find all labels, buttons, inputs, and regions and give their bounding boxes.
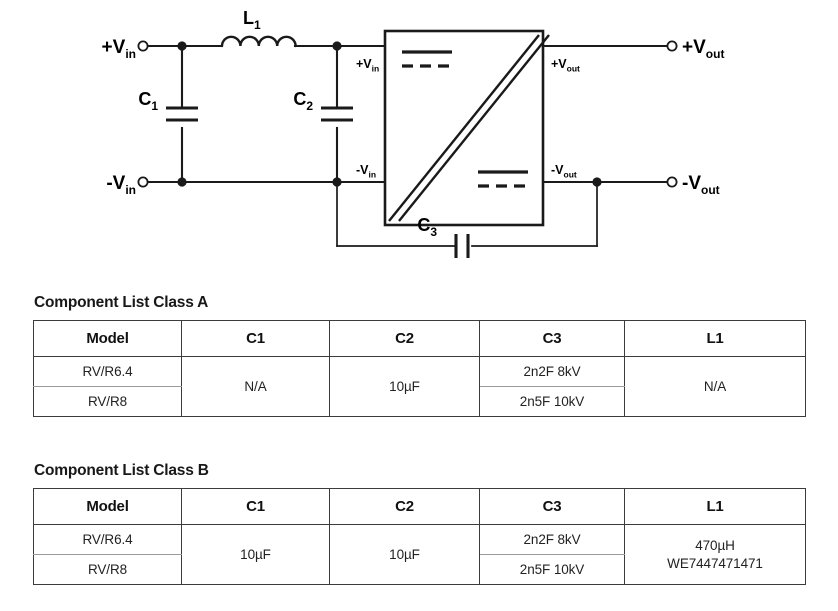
terminal-circles: [137, 40, 678, 188]
table-b-header-c1: C1: [181, 488, 330, 526]
table-a-header-c3: C3: [479, 320, 625, 358]
junction-dots: [177, 41, 602, 187]
label-vin-negative: -Vin: [106, 173, 136, 197]
table-a-header-c1: C1: [181, 320, 330, 358]
wire-network: [146, 44, 670, 247]
terminal-vout-pos: [666, 40, 678, 52]
dcdc-converter-block: [383, 29, 550, 227]
table-a-c1-value: N/A: [181, 356, 330, 417]
table-a-model-1: RV/R8: [33, 386, 182, 417]
table-b-model-1: RV/R8: [33, 554, 182, 585]
table-class-b: Model C1 C2 C3 L1 RV/R6.4 10µF 10µF 2n2F…: [33, 488, 806, 586]
label-converter-in-negative: -Vin: [356, 163, 376, 180]
label-c2-designator: C2: [293, 89, 313, 113]
table-b-header-l1: L1: [624, 488, 806, 526]
table-b-l1-partnumber: WE7447471471: [667, 555, 763, 571]
table-b-c1-value: 10µF: [181, 524, 330, 585]
label-converter-out-positive: +Vout: [551, 57, 580, 74]
table-b-title: Component List Class B: [34, 462, 209, 479]
component-list-class-b: Component List Class B Model C1 C2 C3 L1…: [33, 462, 806, 586]
inductor-l1-symbol: [220, 35, 297, 48]
capacitor-c3-symbol: [454, 234, 470, 258]
table-b-c2-value: 10µF: [329, 524, 480, 585]
table-a-c3-value-1: 2n5F 10kV: [479, 386, 625, 417]
table-a-c3-value-0: 2n2F 8kV: [479, 356, 625, 388]
junction-c1-top: [177, 41, 187, 51]
capacitor-c1-symbol: [166, 106, 198, 122]
table-class-a: Model C1 C2 C3 L1 RV/R6.4 N/A 10µF 2n2F …: [33, 320, 806, 418]
junction-c2-top: [332, 41, 342, 51]
table-a-c2-value: 10µF: [329, 356, 480, 417]
label-c1-designator: C1: [138, 89, 158, 113]
table-b-c3-value-0: 2n2F 8kV: [479, 524, 625, 556]
table-row: RV/R6.4 10µF 10µF 2n2F 8kV 470µH WE74474…: [33, 524, 806, 585]
table-row: RV/R8 2n5F 10kV: [33, 386, 806, 417]
converter-diagonal-1: [388, 34, 540, 222]
label-l1-designator: L1: [243, 8, 261, 32]
table-b-l1-value: 470µH WE7447471471: [624, 524, 806, 585]
table-b-c3-value-1: 2n5F 10kV: [479, 554, 625, 585]
table-a-title: Component List Class A: [34, 294, 209, 311]
junction-c1-bottom: [177, 177, 187, 187]
junction-c2-bottom: [332, 177, 342, 187]
terminal-vin-neg: [137, 176, 149, 188]
table-b-header-row: Model C1 C2 C3 L1: [33, 488, 806, 526]
circuit-schematic: +Vin -Vin +Vout -Vout +Vin -Vin +Vout -V…: [0, 0, 838, 288]
table-b-l1-inductance: 470µH: [695, 538, 735, 554]
component-list-class-a: Component List Class A Model C1 C2 C3 L1…: [33, 294, 806, 418]
table-b-header-c2: C2: [329, 488, 480, 526]
dc-symbol-output: [478, 170, 528, 188]
terminal-vin-pos: [137, 40, 149, 52]
table-a-header-c2: C2: [329, 320, 480, 358]
table-row: RV/R6.4 N/A 10µF 2n2F 8kV N/A: [33, 356, 806, 417]
table-b-model-0: RV/R6.4: [33, 524, 182, 556]
table-b-header-c3: C3: [479, 488, 625, 526]
label-converter-out-negative: -Vout: [551, 163, 577, 180]
table-a-model-0: RV/R6.4: [33, 356, 182, 388]
table-a-header-l1: L1: [624, 320, 806, 358]
terminal-vout-neg: [666, 176, 678, 188]
junction-c3-out: [592, 177, 602, 187]
converter-diagonal-2: [398, 34, 550, 222]
label-vout-negative: -Vout: [682, 173, 720, 197]
table-row: RV/R8 2n5F 10kV: [33, 554, 806, 585]
label-vout-positive: +Vout: [682, 37, 724, 61]
table-b-header-model: Model: [33, 488, 182, 526]
dc-symbol-input: [402, 50, 452, 68]
table-a-l1-value: N/A: [624, 356, 806, 417]
label-c3-designator: C3: [417, 215, 437, 239]
table-a-header-model: Model: [33, 320, 182, 358]
capacitor-c2-symbol: [321, 106, 353, 122]
label-vin-positive: +Vin: [102, 37, 136, 61]
table-a-header-row: Model C1 C2 C3 L1: [33, 320, 806, 358]
label-converter-in-positive: +Vin: [356, 57, 379, 74]
